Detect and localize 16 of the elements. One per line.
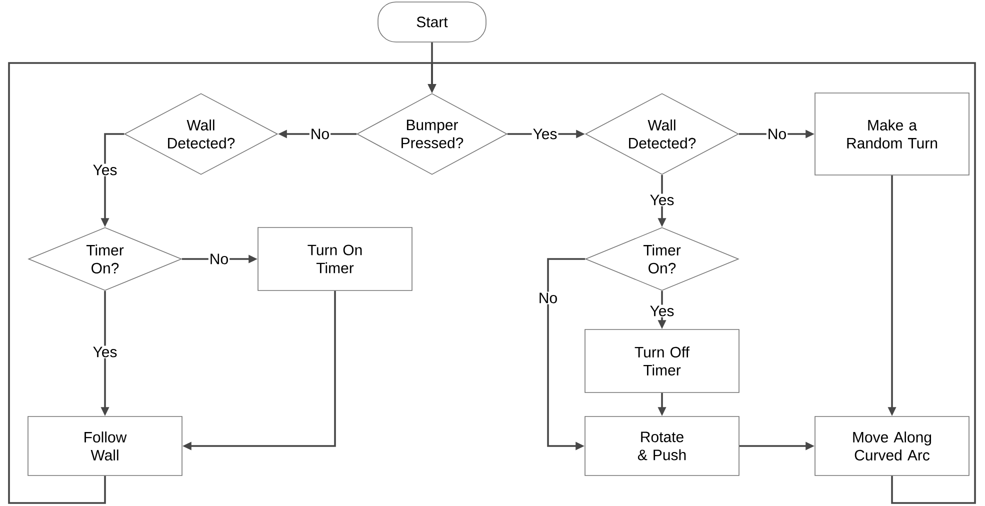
edge-label: No (766, 128, 788, 140)
process-box: Turn On Timer (258, 227, 412, 291)
process-box: Make a Random Turn (814, 92, 970, 176)
edge-label: Yes (532, 128, 558, 140)
edge-label: Yes (92, 164, 118, 176)
edge-label: No (309, 128, 331, 140)
process-box: Follow Wall (28, 416, 182, 476)
edge-label: No (208, 252, 230, 266)
edge-label: Yes (648, 304, 676, 318)
edge-label: Yes (92, 346, 118, 358)
process-box: Rotate & Push (584, 416, 740, 476)
process-box: Move Along Curved Arc (814, 416, 970, 476)
edge-label: No (537, 292, 559, 304)
terminal-box: Start (378, 2, 486, 42)
process-box: Turn Off Timer (584, 329, 740, 393)
edge-label: Yes (648, 194, 676, 206)
